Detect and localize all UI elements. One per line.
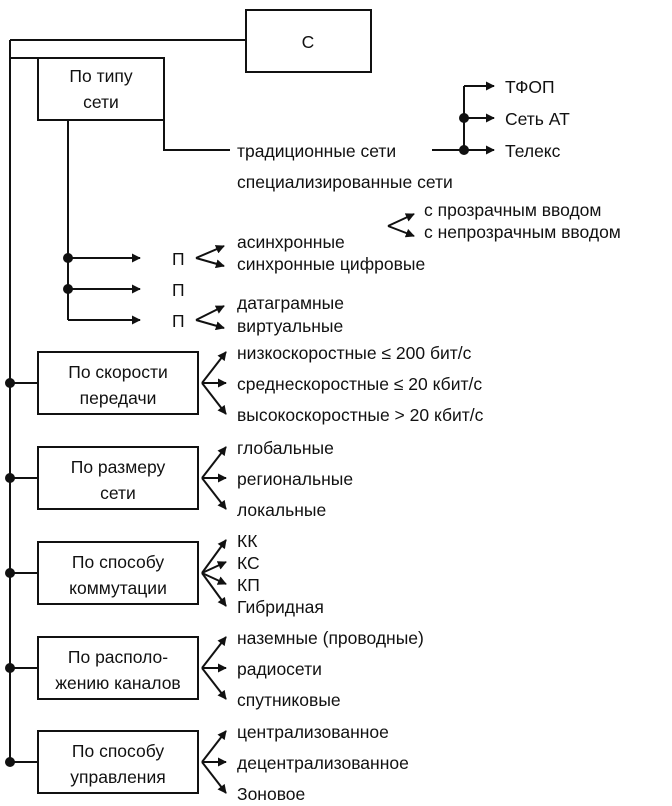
traditional-label: традиционные сети bbox=[237, 141, 396, 161]
switching-box-label-1: По способу bbox=[72, 552, 164, 572]
branch-marker-3: П bbox=[172, 311, 185, 331]
speed-box-label-2: передачи bbox=[80, 388, 157, 408]
arrow-sync-digital bbox=[195, 257, 225, 269]
arrow-virtual bbox=[195, 319, 225, 331]
channels-box-label-2: жению каналов bbox=[55, 673, 180, 693]
switching-arrow-2 bbox=[201, 561, 227, 574]
network-type-box-line1: По типу bbox=[69, 66, 132, 86]
switching-item-4: Гибридная bbox=[237, 597, 324, 617]
speed-trunk-junction bbox=[5, 378, 15, 388]
network-type-box-line2: сети bbox=[83, 92, 119, 112]
group3-item-datagram: датаграмные bbox=[237, 293, 344, 313]
switching-item-1: КК bbox=[237, 531, 258, 551]
size-trunk-junction bbox=[5, 473, 15, 483]
switching-arrow-3 bbox=[201, 572, 227, 585]
root-label: С bbox=[302, 32, 315, 52]
control-item-1: централизованное bbox=[237, 722, 389, 742]
channels-category-box bbox=[37, 636, 199, 700]
channels-box-label-1: По располо- bbox=[68, 647, 168, 667]
size-arrow-3 bbox=[201, 477, 227, 510]
control-trunk-junction bbox=[5, 757, 15, 767]
control-arrow-1 bbox=[201, 730, 227, 763]
switching-trunk-junction bbox=[5, 568, 15, 578]
switching-box-label-2: коммутации bbox=[69, 578, 167, 598]
group3-item-virtual: виртуальные bbox=[237, 316, 343, 336]
traditional-item-set-at: Сеть АТ bbox=[505, 109, 570, 129]
size-box-label-2: сети bbox=[100, 483, 136, 503]
size-category-box bbox=[37, 446, 199, 510]
size-item-2: региональные bbox=[237, 469, 353, 489]
switching-item-3: КП bbox=[237, 575, 260, 595]
speed-arrow-3 bbox=[201, 382, 227, 415]
switching-item-2: КС bbox=[237, 553, 260, 573]
group1-item-sync-digital: синхронные цифровые bbox=[237, 254, 425, 274]
size-box-label-1: По размеру bbox=[71, 457, 166, 477]
channels-item-1: наземные (проводные) bbox=[237, 628, 424, 648]
switching-arrow-1 bbox=[201, 539, 227, 574]
channels-arrow-1 bbox=[201, 636, 227, 669]
control-box-label-2: управления bbox=[70, 767, 165, 787]
traditional-connector bbox=[163, 120, 230, 151]
speed-item-3: высокоскоростные > 20 кбит/с bbox=[237, 405, 484, 425]
speed-category-box bbox=[37, 351, 199, 415]
channels-item-3: спутниковые bbox=[237, 690, 341, 710]
channels-trunk-junction bbox=[5, 663, 15, 673]
traditional-item-teleks: Телекс bbox=[505, 141, 561, 161]
size-item-1: глобальные bbox=[237, 438, 334, 458]
control-item-2: децентрализованное bbox=[237, 753, 409, 773]
branch-marker-1: П bbox=[172, 249, 185, 269]
control-item-3: Зоновое bbox=[237, 784, 305, 804]
control-box-label-1: По способу bbox=[72, 741, 164, 761]
specialized-label: специализированные сети bbox=[237, 172, 453, 192]
size-arrow-1 bbox=[201, 446, 227, 479]
traditional-item-tfop: ТФОП bbox=[505, 77, 555, 97]
branch-marker-2: П bbox=[172, 280, 185, 300]
size-item-3: локальные bbox=[237, 500, 326, 520]
input-mode-transparent: с прозрачным вводом bbox=[424, 200, 601, 220]
arrow-async bbox=[195, 245, 225, 259]
control-category-box bbox=[37, 730, 199, 794]
arrow-datagram bbox=[195, 305, 225, 321]
categories-group: По скорости передачи низкоскоростные ≤ 200… bbox=[5, 343, 484, 804]
network-type-box bbox=[37, 57, 165, 121]
channels-arrow-3 bbox=[201, 667, 227, 700]
arrow-nontransparent-input bbox=[387, 225, 415, 238]
switching-arrow-4 bbox=[201, 572, 227, 607]
channels-item-2: радиосети bbox=[237, 659, 322, 679]
control-arrow-3 bbox=[201, 761, 227, 794]
speed-item-1: низкоскоростные ≤ 200 бит/с bbox=[237, 343, 472, 363]
arrow-transparent-input bbox=[387, 213, 415, 227]
speed-arrow-1 bbox=[201, 351, 227, 384]
group1-item-async: асинхронные bbox=[237, 232, 345, 252]
speed-box-label-1: По скорости bbox=[68, 362, 168, 382]
input-mode-nontransparent: с непрозрачным вводом bbox=[424, 222, 621, 242]
speed-item-2: среднескоростные ≤ 20 кбит/с bbox=[237, 374, 482, 394]
switching-category-box bbox=[37, 541, 199, 605]
